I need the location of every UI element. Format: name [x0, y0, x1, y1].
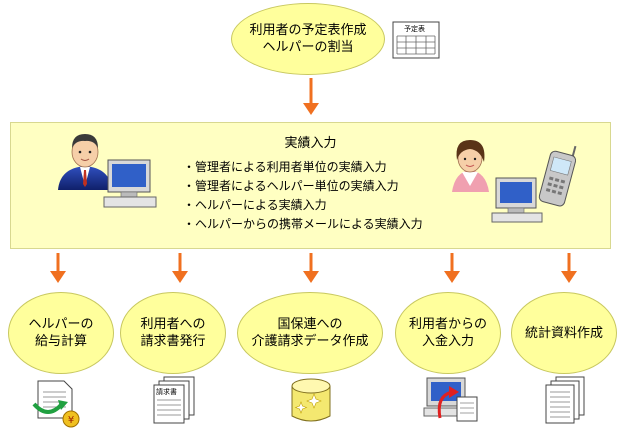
list-item: ・ヘルパーからの携帯メールによる実績入力	[183, 217, 423, 231]
manager-icon	[58, 134, 112, 190]
arrow-down-icon	[561, 253, 577, 283]
mobile-phone-icon	[538, 145, 577, 207]
arrow-down-icon	[172, 253, 188, 283]
invoice-issue-label-2: 請求書発行	[140, 334, 206, 349]
database-icon	[291, 378, 331, 422]
statistics-label: 統計資料作成	[524, 325, 603, 341]
payment-entry-node: 利用者からの 入金入力	[395, 292, 501, 374]
schedule-creation-label-2: ヘルパーの割当	[262, 40, 354, 55]
record-entry-title: 実績入力	[284, 136, 337, 151]
computer-icon	[103, 159, 157, 208]
schedule-creation-node: 利用者の予定表作成 ヘルパーの割当	[231, 3, 385, 75]
care-claim-node: 国保連への 介護請求データ作成	[237, 292, 383, 374]
invoice-document-icon: 請求書	[153, 376, 195, 424]
payment-entry-label-1: 利用者からの	[408, 317, 487, 332]
computer-icon	[491, 177, 543, 223]
list-item: ・ヘルパーによる実績入力	[183, 198, 327, 212]
record-entry-list: ・管理者による利用者単位の実績入力 ・管理者によるヘルパー単位の実績入力 ・ヘル…	[183, 158, 423, 234]
invoice-icon-text: 請求書	[156, 387, 177, 396]
statistics-node: 統計資料作成	[511, 292, 617, 374]
arrow-down-icon	[303, 78, 319, 115]
schedule-creation-label-1: 利用者の予定表作成	[249, 23, 367, 38]
care-claim-label-2: 介護請求データ作成	[251, 334, 369, 349]
helper-salary-label-1: ヘルパーの	[28, 317, 94, 332]
arrow-down-icon	[444, 253, 460, 283]
schedule-table-icon: 予定表	[392, 21, 440, 59]
payment-computer-icon	[423, 377, 478, 422]
yen-icon: ¥	[68, 415, 74, 426]
care-claim-label-1: 国保連への	[277, 317, 343, 332]
arrow-down-icon	[303, 253, 319, 283]
payment-entry-label-2: 入金入力	[421, 334, 474, 349]
arrow-down-icon	[50, 253, 66, 283]
statistics-documents-icon	[545, 376, 585, 424]
salary-document-icon: ¥	[32, 380, 80, 428]
invoice-issue-label-1: 利用者への	[140, 317, 206, 332]
invoice-issue-node: 利用者への 請求書発行	[120, 292, 226, 374]
helper-salary-label-2: 給与計算	[34, 334, 87, 349]
helper-icon	[452, 140, 489, 192]
list-item: ・管理者による利用者単位の実績入力	[183, 160, 387, 174]
list-item: ・管理者によるヘルパー単位の実績入力	[183, 179, 399, 193]
helper-salary-node: ヘルパーの 給与計算	[8, 292, 114, 374]
schedule-icon-text: 予定表	[404, 24, 425, 33]
